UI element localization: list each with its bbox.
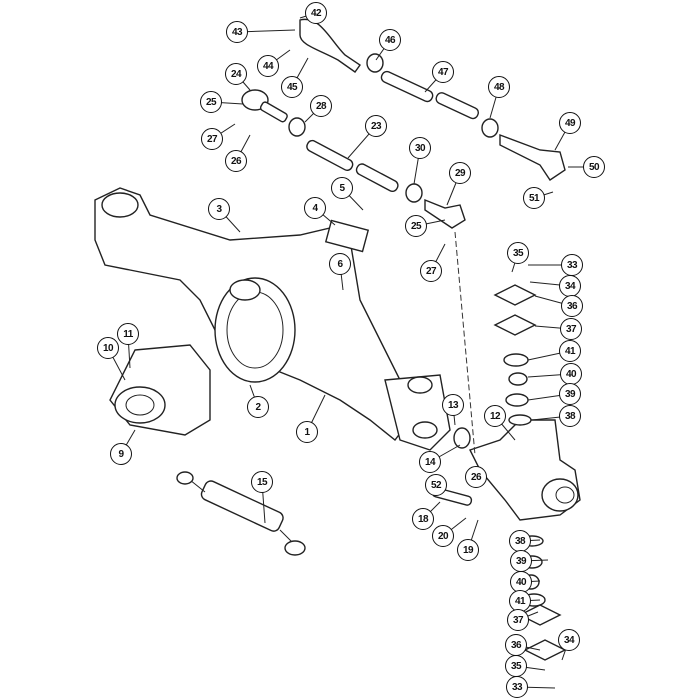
part-callout: 20	[432, 525, 454, 547]
part-callout: 3	[208, 198, 230, 220]
part-callout: 10	[97, 337, 119, 359]
part-callout: 36	[561, 295, 583, 317]
part-callout: 38	[509, 530, 531, 552]
kingpin-bearing-stacks	[493, 284, 567, 661]
part-callout: 42	[305, 2, 327, 24]
part-callout: 41	[559, 340, 581, 362]
part-callout: 4	[304, 197, 326, 219]
part-callout: 26	[225, 150, 247, 172]
part-callout: 5	[331, 177, 353, 199]
part-callout: 27	[201, 128, 223, 150]
part-callout: 2	[247, 396, 269, 418]
part-callout: 43	[226, 21, 248, 43]
part-callout: 41	[509, 590, 531, 612]
steering-cylinder	[176, 471, 306, 556]
part-callout: 14	[419, 451, 441, 473]
part-callout: 39	[510, 550, 532, 572]
part-callout: 50	[583, 156, 605, 178]
part-callout: 48	[488, 76, 510, 98]
hub-assembly	[109, 344, 211, 436]
part-callout: 35	[507, 242, 529, 264]
part-callout: 37	[560, 318, 582, 340]
part-callout: 18	[412, 508, 434, 530]
part-callout: 15	[251, 471, 273, 493]
part-callout: 34	[558, 629, 580, 651]
part-callout: 12	[484, 405, 506, 427]
part-callout: 34	[559, 275, 581, 297]
steering-knuckle	[431, 419, 581, 521]
part-callout: 24	[225, 63, 247, 85]
part-callout: 46	[379, 29, 401, 51]
part-callout: 28	[310, 95, 332, 117]
part-callout: 27	[420, 260, 442, 282]
part-callout: 26	[465, 466, 487, 488]
part-callout: 47	[432, 61, 454, 83]
part-callout: 35	[505, 655, 527, 677]
part-callout: 19	[457, 539, 479, 561]
part-callout: 44	[257, 55, 279, 77]
part-callout: 9	[110, 443, 132, 465]
part-callout: 1	[296, 421, 318, 443]
part-callout: 25	[200, 91, 222, 113]
part-callout: 38	[559, 405, 581, 427]
part-callout: 52	[425, 474, 447, 496]
part-callout: 49	[559, 112, 581, 134]
part-callout: 6	[329, 253, 351, 275]
part-callout: 11	[117, 323, 139, 345]
part-callout: 23	[365, 115, 387, 137]
part-callout: 33	[506, 676, 528, 698]
part-callout: 25	[405, 215, 427, 237]
part-callout: 40	[560, 363, 582, 385]
part-callout: 30	[409, 137, 431, 159]
part-callout: 39	[559, 383, 581, 405]
kingpin-axis-line	[454, 231, 476, 456]
tie-rods	[241, 18, 566, 229]
part-callout: 37	[507, 609, 529, 631]
part-callout: 45	[281, 76, 303, 98]
axle-housing	[94, 187, 451, 451]
part-callout: 33	[561, 254, 583, 276]
part-callout: 36	[505, 634, 527, 656]
part-callout: 29	[449, 162, 471, 184]
part-callout: 13	[442, 394, 464, 416]
part-callout: 51	[523, 187, 545, 209]
